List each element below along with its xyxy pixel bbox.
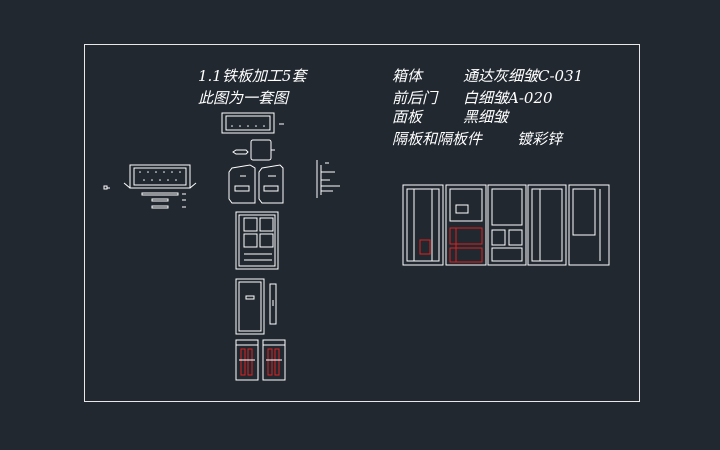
assembly-box-door[interactable] [487, 184, 527, 266]
note-partition-label[interactable]: 隔板和隔板件 [392, 130, 483, 148]
part-mounting-plate[interactable] [235, 211, 279, 270]
assembly-box-side[interactable] [402, 184, 444, 266]
part-door-red-right[interactable] [262, 339, 286, 381]
assembly-box-front[interactable] [445, 184, 487, 266]
note-box-label[interactable]: 箱体 [392, 67, 423, 85]
assembly-box-rear[interactable] [568, 184, 610, 266]
note-door-value[interactable]: 白细皱A-020 [463, 89, 553, 107]
assembly-box-back[interactable] [527, 184, 567, 266]
part-door-red-left[interactable] [235, 339, 259, 381]
note-title-line1[interactable]: 1.1铁板加工5套 [198, 67, 307, 85]
part-strips[interactable] [141, 192, 186, 209]
note-door-label[interactable]: 前后门 [392, 89, 438, 107]
part-top-panel[interactable] [221, 112, 284, 134]
part-partition-plate[interactable] [235, 278, 277, 335]
part-long-panel[interactable] [123, 164, 197, 189]
note-title-line2[interactable]: 此图为一套图 [198, 89, 289, 107]
part-side-plate-left[interactable] [228, 164, 256, 204]
small-mark-left[interactable] [103, 185, 110, 190]
drawing-border-frame [84, 44, 640, 402]
part-vertical-details[interactable] [316, 160, 340, 198]
part-bracket-small[interactable] [232, 149, 249, 155]
part-square-plate[interactable] [250, 139, 275, 161]
note-panel-label[interactable]: 面板 [392, 108, 423, 126]
note-partition-value[interactable]: 镀彩锌 [517, 130, 563, 148]
part-side-plate-right[interactable] [258, 164, 284, 204]
note-panel-value[interactable]: 黑细皱 [463, 108, 509, 126]
note-box-value[interactable]: 通达灰细皱C-031 [463, 67, 584, 85]
